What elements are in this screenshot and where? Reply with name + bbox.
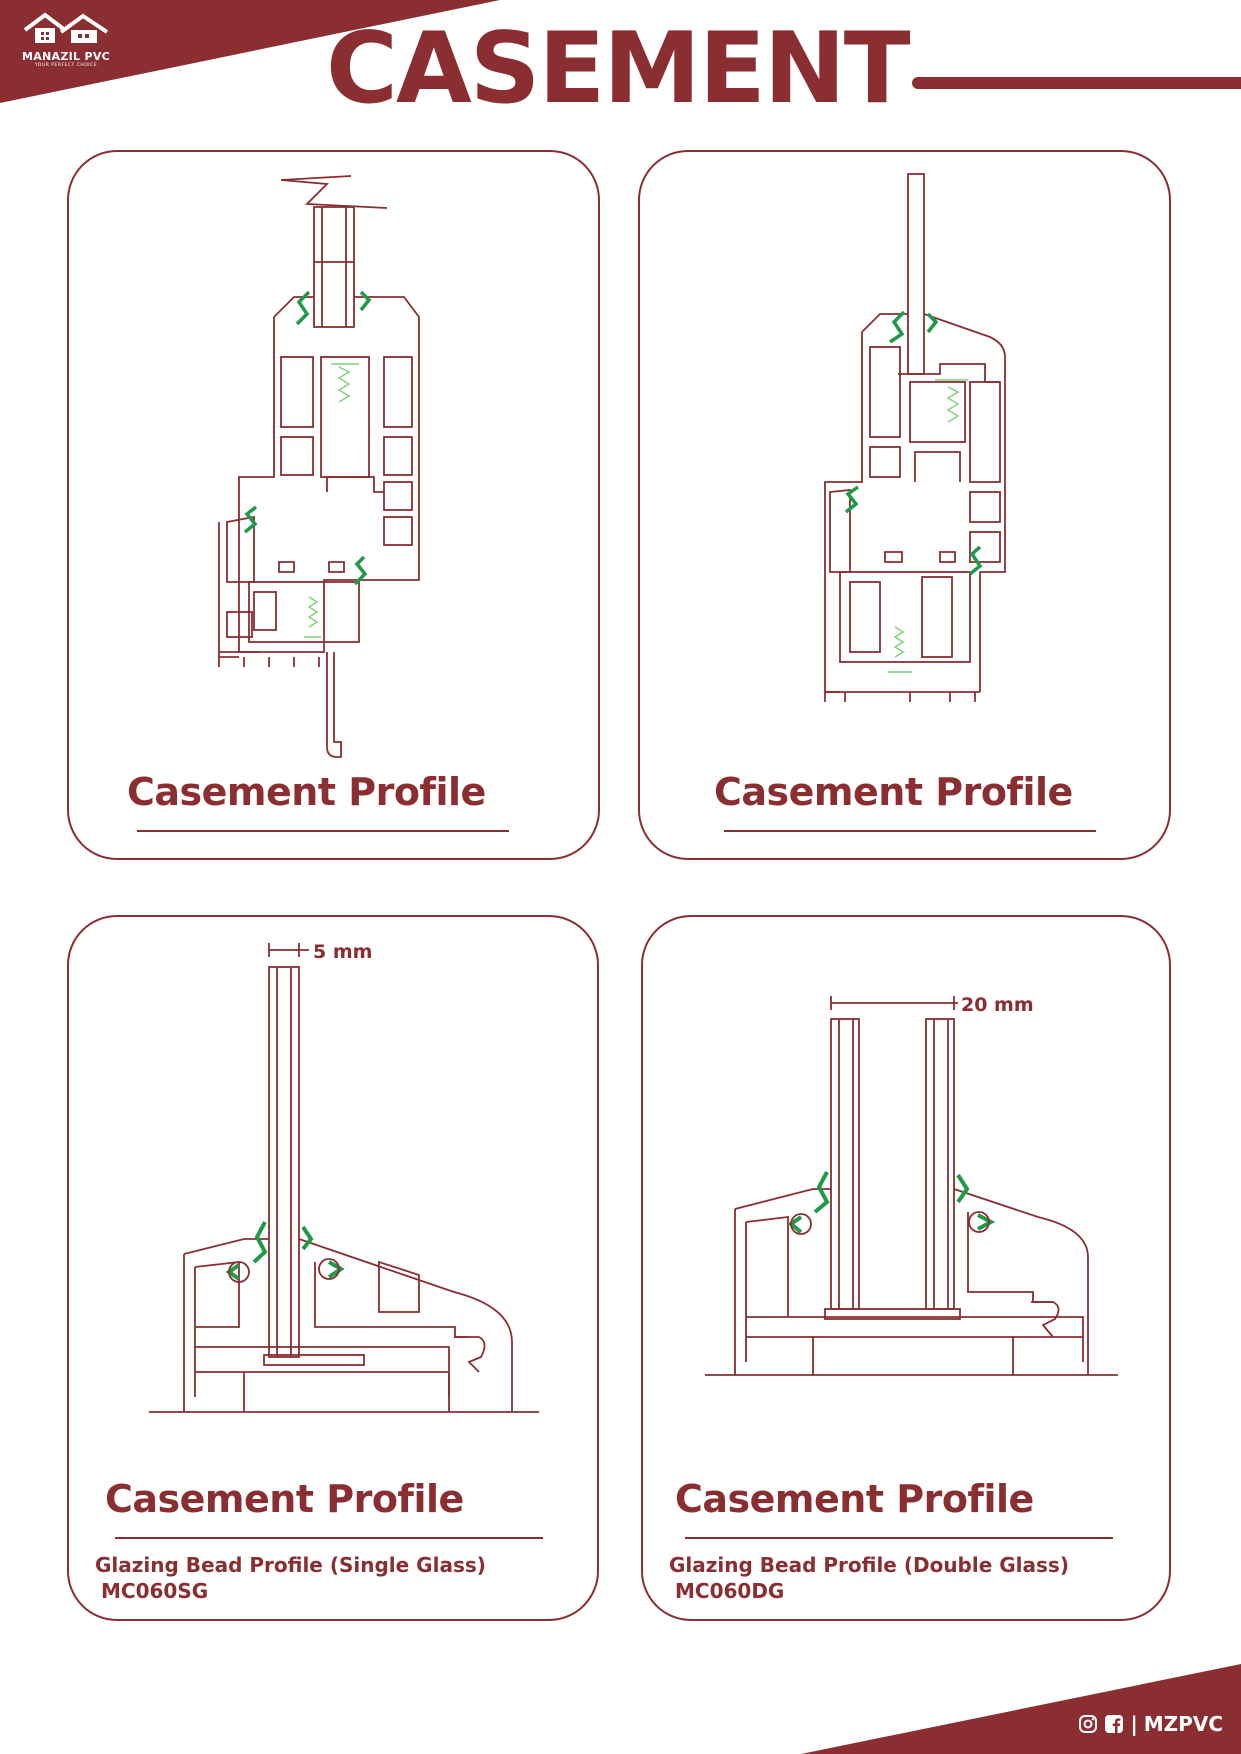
instagram-icon[interactable]	[1078, 1714, 1098, 1734]
card-3-subtitle: Glazing Bead Profile (Single Glass)	[95, 1553, 486, 1577]
card-1-caption-rule	[137, 830, 509, 832]
profile-card-4: 20 mm Casement Profile Glazing Bead Prof…	[641, 915, 1171, 1621]
dimension-label-20mm: 20 mm	[961, 994, 1034, 1016]
card-3-caption-rule	[115, 1537, 543, 1539]
page-title: CASEMENT	[326, 12, 911, 126]
footer-banner	[801, 1664, 1241, 1754]
social-footer: | MZPVC	[1078, 1712, 1223, 1736]
card-4-caption: Casement Profile	[675, 1477, 1034, 1521]
header-banner	[0, 0, 500, 103]
card-4-subtitle: Glazing Bead Profile (Double Glass)	[669, 1553, 1069, 1577]
brand-logo: MANAZIL PVC YOUR PERFECT CHOICE	[16, 12, 116, 68]
profile-card-3: 5 mm Casement Profile Glazing Bead Profi…	[67, 915, 599, 1621]
footer-separator: |	[1130, 1712, 1138, 1736]
casement-profile-drawing-2	[824, 173, 1006, 702]
profile-card-1: Casement Profile	[67, 150, 600, 860]
card-4-caption-rule	[685, 1537, 1113, 1539]
house-logo-icon	[23, 12, 109, 43]
social-handle[interactable]: MZPVC	[1143, 1712, 1223, 1736]
card-3-product-code: MC060SG	[101, 1579, 209, 1603]
card-1-caption: Casement Profile	[127, 770, 486, 814]
card-2-caption-rule	[724, 830, 1096, 832]
brand-tagline: YOUR PERFECT CHOICE	[34, 63, 98, 68]
glazing-bead-double-drawing: 20 mm	[705, 994, 1118, 1376]
casement-profile-drawing-1	[218, 175, 420, 758]
profile-card-2: Casement Profile	[638, 150, 1171, 860]
card-2-caption: Casement Profile	[714, 770, 1073, 814]
title-rule	[912, 77, 1241, 89]
card-4-product-code: MC060DG	[675, 1579, 785, 1603]
brand-name: MANAZIL PVC	[21, 50, 111, 63]
dimension-label-5mm: 5 mm	[313, 941, 372, 963]
card-3-caption: Casement Profile	[105, 1477, 464, 1521]
facebook-icon[interactable]	[1104, 1714, 1124, 1734]
glazing-bead-single-drawing: 5 mm	[149, 941, 539, 1413]
